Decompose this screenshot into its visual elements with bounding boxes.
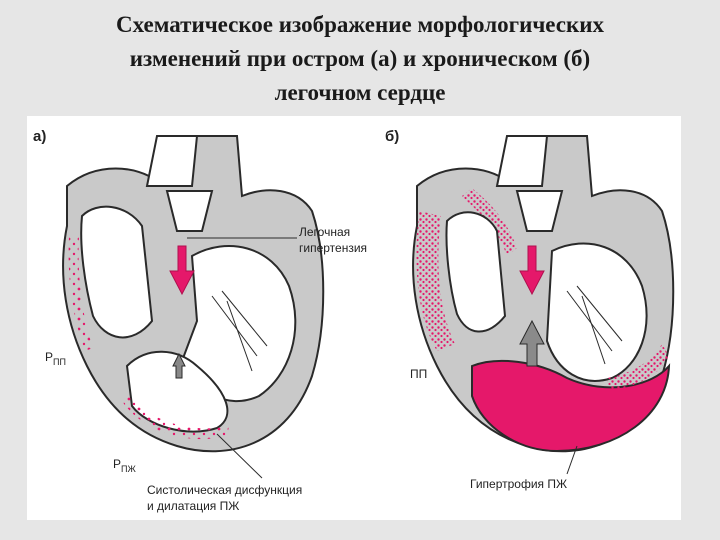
panel-b-right-ventricle-hypertrophy xyxy=(471,359,671,453)
panel-b-heart xyxy=(412,135,675,475)
panel-a-dysfunction-line1: Систолическая дисфункция xyxy=(147,483,302,497)
panel-b-hypertension-arrow xyxy=(519,245,545,296)
heart-diagram-svg: а) Легочная гипертензия РПП РПЖ Систолич… xyxy=(33,128,675,513)
panel-a-dysfunction-line2: и дилатация ПЖ xyxy=(147,499,239,513)
panel-a-pulmonary-artery xyxy=(165,190,214,232)
panel-a-hypertension-arrow xyxy=(169,245,195,296)
panel-b-right-atrium-label: ПП xyxy=(410,367,427,381)
panel-a-right-atrium-main: Р xyxy=(45,350,53,364)
title-line-3: легочном сердце xyxy=(274,80,446,105)
title-line-2: изменений при остром (а) и хроническом (… xyxy=(129,46,591,71)
heart-diagram-figure: а) Легочная гипертензия РПП РПЖ Систолич… xyxy=(27,116,681,520)
panel-a-dysfunction-leader xyxy=(216,433,263,479)
panel-a-right-atrium-sub: ПП xyxy=(53,357,66,367)
panel-a-right-ventricle-main: Р xyxy=(113,457,121,471)
panel-a-right-atrium-label: РПП xyxy=(45,350,66,367)
panel-b-pulmonary-artery xyxy=(515,190,564,232)
panel-a-right-ventricle-label: РПЖ xyxy=(113,457,136,474)
panel-a-label: а) xyxy=(33,128,46,145)
panel-b-atrium-wall-dots xyxy=(416,211,455,351)
panel-a-atrium-dots xyxy=(68,236,93,351)
panel-a-up-arrow xyxy=(172,352,186,379)
panel-a-heart xyxy=(62,135,325,479)
panel-b-up-arrow xyxy=(519,319,545,367)
panel-a-chordae xyxy=(211,290,268,372)
panel-b-right-atrium-cavity xyxy=(445,211,507,333)
slide-title: Схематическое изображение морфологически… xyxy=(20,8,700,110)
panel-b-aorta xyxy=(495,135,549,187)
panel-a-right-atrium-cavity xyxy=(80,205,154,339)
panel-a-right-ventricle-sub: ПЖ xyxy=(121,464,136,474)
panel-b-hypertrophy-leader xyxy=(566,445,578,475)
panel-b-chordae xyxy=(566,285,623,365)
panel-b-label: б) xyxy=(385,128,399,145)
panel-b-hypertrophy-label: Гипертрофия ПЖ xyxy=(470,477,567,491)
panel-a-hypertension-label-line1: Легочная xyxy=(299,225,350,239)
panel-a-ventricle-dots xyxy=(122,396,229,440)
panel-a-hypertension-label-line2: гипертензия xyxy=(299,241,367,255)
panel-b-left-ventricle-cavity xyxy=(545,242,648,382)
panel-a-aorta xyxy=(145,135,199,187)
panel-b-ventricle-edge-dots xyxy=(607,344,669,390)
title-line-1: Схематическое изображение морфологически… xyxy=(115,12,605,37)
